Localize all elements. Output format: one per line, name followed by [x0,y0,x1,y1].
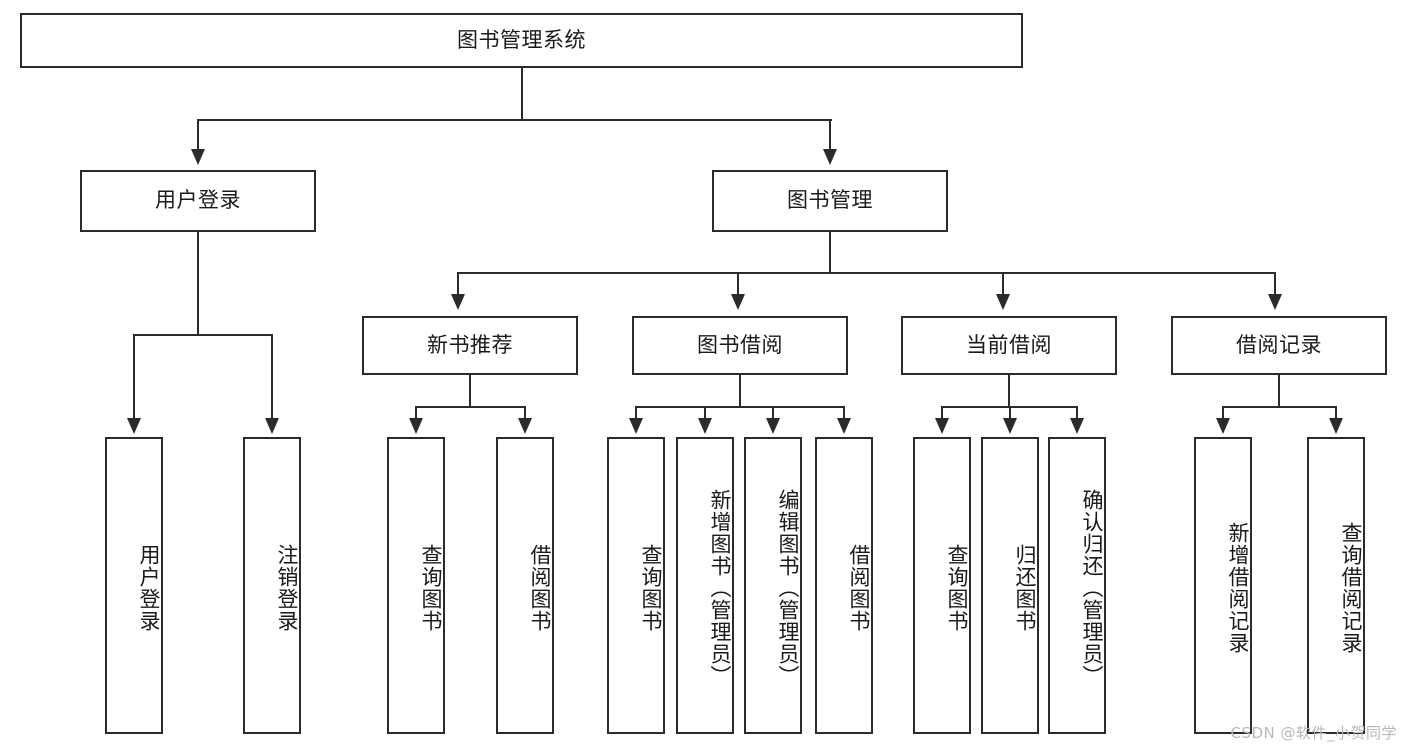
arrow-to-leaf-user-login [127,418,141,434]
edge-root-to-user-login [197,119,199,151]
arrow-to-leaf-query-book-nb [409,418,423,434]
node-label: 新书推荐 [427,332,513,357]
edge-user-login-branch-1 [133,334,135,420]
edge-root-to-book-mgmt [829,119,831,151]
node-current-borrow[interactable]: 当前借阅 [901,316,1117,375]
leaf-query-book-new[interactable]: 查询图书 [387,437,445,734]
edge-new-book-stem [469,375,471,407]
leaf-query-borrow-record[interactable]: 查询借阅记录 [1307,437,1365,734]
arrow-to-current-borrow [996,294,1010,310]
arrow-to-leaf-logout [265,418,279,434]
leaf-user-login[interactable]: 用户登录 [105,437,163,734]
edge-current-borrow-stem [1008,375,1010,407]
arrow-to-book-mgmt [823,149,837,165]
edge-book-mgmt-stem [829,232,831,274]
node-label: 查询图书 [419,543,443,632]
edge-book-borrow-branch-1 [635,406,637,420]
node-label: 查询借阅记录 [1339,521,1363,654]
arrow-to-leaf-add-book [698,418,712,434]
edge-book-borrow-branch-2 [704,406,706,420]
leaf-logout[interactable]: 注销登录 [243,437,301,734]
node-new-book-recommend[interactable]: 新书推荐 [362,316,578,375]
edge-current-borrow-branch-3 [1076,406,1078,420]
arrow-to-leaf-query-book-bb [629,418,643,434]
node-book-management[interactable]: 图书管理 [712,170,948,232]
edge-book-mgmt-bus [457,272,1276,274]
node-label: 借阅图书 [847,543,871,632]
arrow-to-leaf-confirm-return [1070,418,1084,434]
node-label: 图书借阅 [697,332,783,357]
arrow-to-leaf-query-book-cb [935,418,949,434]
node-label: 用户登录 [155,188,241,213]
node-label: 新增借阅记录 [1226,521,1250,654]
edge-book-borrow-stem [739,375,741,407]
node-label: 查询图书 [945,543,969,632]
node-label: 图书管理系统 [457,27,586,52]
arrow-to-leaf-add-record [1216,418,1230,434]
leaf-query-book-current[interactable]: 查询图书 [913,437,971,734]
node-label: 图书管理 [787,188,873,213]
node-label: 注销登录 [275,543,299,632]
leaf-add-book-admin[interactable]: 新增图书（管理员） [676,437,734,734]
edge-book-borrow-branch-4 [843,406,845,420]
node-label: 当前借阅 [966,332,1052,357]
arrow-to-borrow-record [1268,294,1282,310]
edge-user-login-stem [197,232,199,335]
arrow-to-leaf-borrow-book-nb [518,418,532,434]
arrow-to-book-borrow [731,294,745,310]
edge-root-bus [197,119,832,121]
edge-new-book-branch-1 [415,406,417,420]
arrow-to-leaf-borrow-book-bb [837,418,851,434]
leaf-borrow-book-borrow[interactable]: 借阅图书 [815,437,873,734]
node-label: 确认归还（管理员） [1080,488,1104,687]
arrow-to-user-login [191,149,205,165]
leaf-confirm-return-admin[interactable]: 确认归还（管理员） [1048,437,1106,734]
edge-book-mgmt-branch-1 [457,272,459,296]
node-borrow-record[interactable]: 借阅记录 [1171,316,1387,375]
edge-book-borrow-bus [635,406,845,408]
node-label: 查询图书 [639,543,663,632]
node-label: 用户登录 [137,543,161,632]
leaf-add-borrow-record[interactable]: 新增借阅记录 [1194,437,1252,734]
edge-borrow-record-bus [1222,406,1337,408]
edge-book-mgmt-branch-2 [737,272,739,296]
arrow-to-leaf-return-book [1003,418,1017,434]
node-user-login[interactable]: 用户登录 [80,170,316,232]
leaf-borrow-book-new[interactable]: 借阅图书 [496,437,554,734]
leaf-return-book[interactable]: 归还图书 [981,437,1039,734]
node-label: 归还图书 [1013,543,1037,632]
arrow-to-leaf-edit-book [766,418,780,434]
node-label: 借阅图书 [528,543,552,632]
edge-borrow-record-stem [1278,375,1280,407]
edge-book-mgmt-branch-3 [1002,272,1004,296]
leaf-edit-book-admin[interactable]: 编辑图书（管理员） [744,437,802,734]
edge-book-mgmt-branch-4 [1274,272,1276,296]
watermark-text: CSDN @软件_小贺同学 [1230,724,1397,742]
node-label: 新增图书（管理员） [708,488,732,687]
arrow-to-new-book-rec [451,294,465,310]
leaf-query-book-borrow[interactable]: 查询图书 [607,437,665,734]
node-label: 借阅记录 [1236,332,1322,357]
node-root-system[interactable]: 图书管理系统 [20,13,1023,68]
edge-root-stem [521,68,523,120]
edge-user-login-bus [133,334,273,336]
node-label: 编辑图书（管理员） [776,488,800,687]
edge-current-borrow-branch-1 [941,406,943,420]
edge-borrow-record-branch-2 [1335,406,1337,420]
node-book-borrow[interactable]: 图书借阅 [632,316,848,375]
edge-new-book-branch-2 [524,406,526,420]
arrow-to-leaf-query-record [1329,418,1343,434]
edge-book-borrow-branch-3 [772,406,774,420]
edge-borrow-record-branch-1 [1222,406,1224,420]
edge-current-borrow-branch-2 [1009,406,1011,420]
edge-new-book-bus [415,406,526,408]
edge-user-login-branch-2 [271,334,273,420]
